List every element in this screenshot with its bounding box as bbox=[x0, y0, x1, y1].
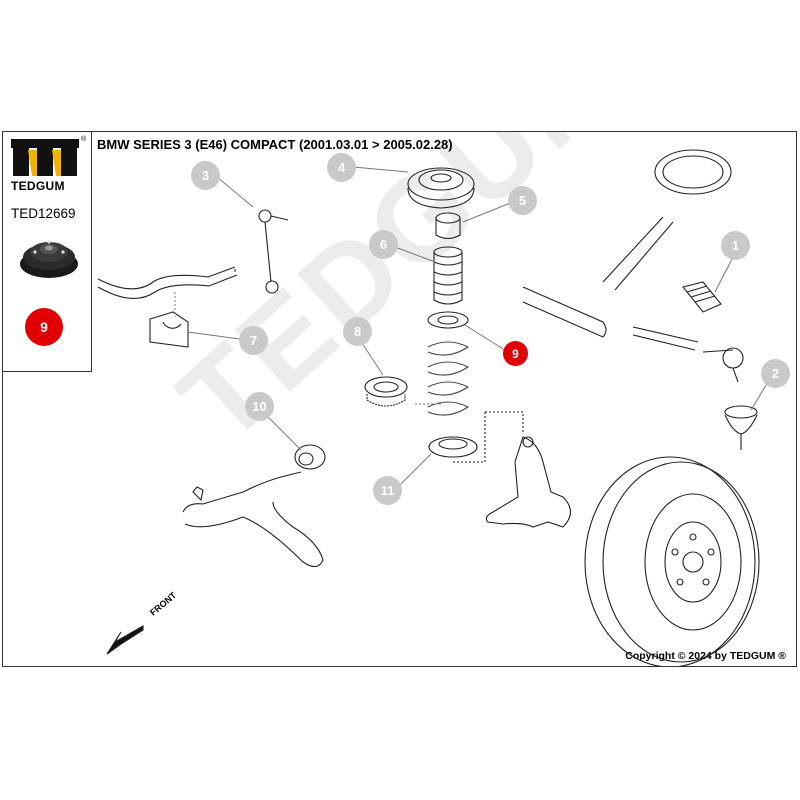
lower-spring-pad bbox=[428, 436, 478, 458]
steering-wheel bbox=[602, 149, 732, 291]
steering-boot bbox=[682, 281, 722, 313]
registered-mark: ® bbox=[81, 136, 87, 143]
strut-mount-thumbnail-icon[interactable] bbox=[18, 230, 80, 282]
brand-name: TEDGUM bbox=[11, 179, 65, 193]
ball-joint-boot bbox=[724, 405, 758, 450]
copyright: Copyright © 2024 by TEDGUM ® bbox=[625, 650, 786, 662]
stabilizer-link bbox=[234, 209, 289, 294]
steering-rack bbox=[522, 286, 744, 383]
callout-11[interactable]: 11 bbox=[373, 476, 402, 505]
callout-6[interactable]: 6 bbox=[369, 230, 398, 259]
callout-1[interactable]: 1 bbox=[721, 231, 750, 260]
tire bbox=[584, 456, 760, 666]
callout-10[interactable]: 10 bbox=[245, 392, 274, 421]
callout-9[interactable]: 9 bbox=[503, 341, 528, 366]
part-code: TED12669 bbox=[11, 206, 76, 221]
stabilizer-bar bbox=[97, 266, 236, 290]
stabilizer-bushing bbox=[149, 311, 189, 348]
steering-knuckle bbox=[453, 411, 572, 528]
callout-3[interactable]: 3 bbox=[191, 161, 220, 190]
diagram-frame: TEDGUM ® TEDGUM TED12669 9 BMW SERIES 3 … bbox=[2, 131, 797, 667]
diagram-title: BMW SERIES 3 (E46) COMPACT (2001.03.01 >… bbox=[97, 137, 453, 152]
bump-stop bbox=[435, 212, 461, 240]
coil-spring bbox=[427, 341, 470, 416]
suspension-exploded-view bbox=[97, 149, 769, 666]
spring-seat bbox=[427, 311, 469, 329]
callout-7[interactable]: 7 bbox=[239, 326, 268, 355]
bearing-ring bbox=[364, 376, 408, 407]
sidebar: ® TEDGUM TED12669 9 bbox=[3, 132, 92, 372]
tedgum-logo-icon bbox=[11, 139, 79, 176]
front-arrow bbox=[106, 625, 144, 655]
selected-part-badge[interactable]: 9 bbox=[25, 308, 63, 346]
callout-8[interactable]: 8 bbox=[343, 317, 372, 346]
callout-5[interactable]: 5 bbox=[508, 186, 537, 215]
callout-2[interactable]: 2 bbox=[761, 359, 790, 388]
callout-4[interactable]: 4 bbox=[327, 153, 356, 182]
dust-boot bbox=[433, 246, 463, 305]
strut-mount bbox=[407, 167, 475, 209]
control-arm bbox=[182, 444, 326, 568]
